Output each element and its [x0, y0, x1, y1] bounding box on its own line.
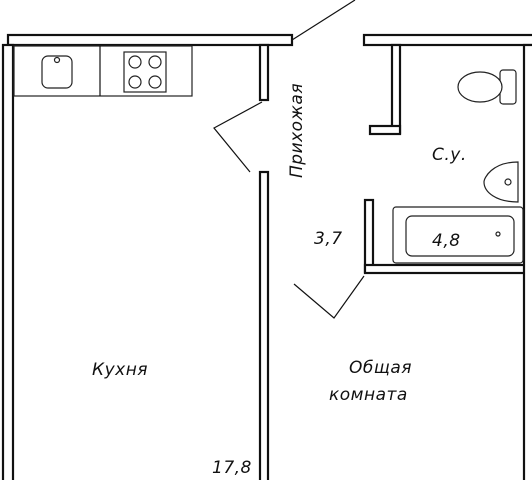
right-wall: [522, 43, 532, 480]
toilet-icon: [457, 69, 517, 105]
living-room-name-line1: Общая: [349, 358, 412, 378]
bathroom-name-label: С.у.: [432, 145, 467, 165]
top-wall-right: [362, 33, 532, 47]
top-wall-left: [6, 33, 294, 47]
sink-icon: [41, 55, 73, 89]
partition-kitchen-living: [258, 170, 270, 480]
kitchen-name-label: Кухня: [92, 360, 148, 380]
bath-wall-bottom: [363, 263, 532, 275]
bathtub-icon: [392, 206, 524, 264]
hallway-name-label: Прихожая: [287, 83, 307, 178]
stove-icon: [123, 51, 167, 93]
living-room-name-line2: комната: [329, 385, 408, 405]
bath-wall-lower: [363, 198, 375, 274]
kitchen-counter: [13, 45, 193, 97]
entry-door-leaf: [291, 0, 356, 41]
bathroom-area-label: 4,8: [432, 231, 461, 251]
kitchen-door-arc: [213, 101, 263, 173]
kitchen-area-label: 17,8: [212, 458, 252, 478]
partition-upper-stub: [258, 43, 270, 102]
bath-wall-upper: [390, 43, 402, 135]
entry-door: [291, 0, 356, 41]
hallway-area-label: 3,7: [314, 229, 343, 249]
walls: [1, 33, 532, 480]
living-door-arc: [293, 275, 365, 319]
kitchen-door: [213, 101, 263, 173]
living-door: [293, 275, 365, 319]
washbasin-icon: [483, 161, 519, 203]
bath-wall-return: [368, 124, 402, 136]
left-wall: [1, 43, 15, 480]
